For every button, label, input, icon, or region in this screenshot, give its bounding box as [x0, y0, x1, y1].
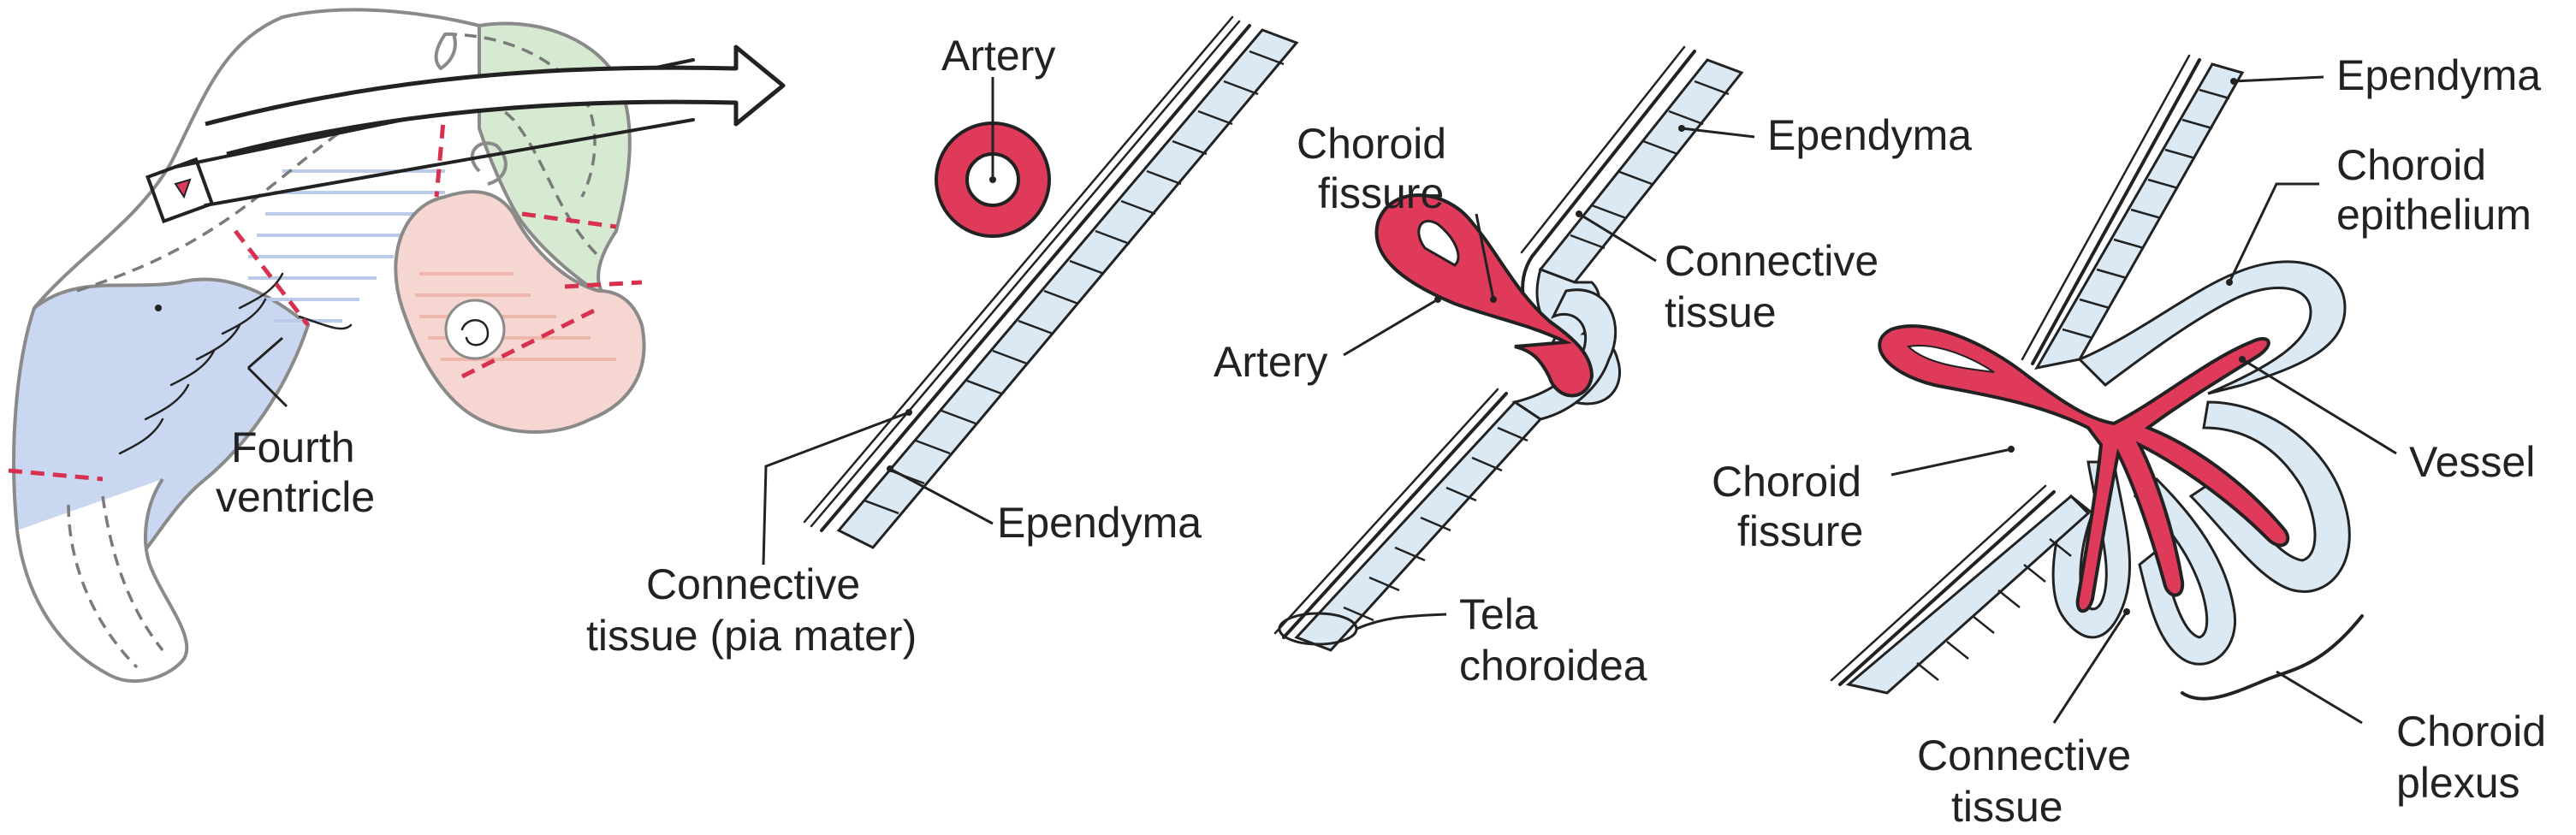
- stage3-vessel-label: Vessel: [2409, 438, 2535, 486]
- stage3-vessel: [1878, 324, 2290, 613]
- stage3-pia-line: [1830, 54, 2191, 682]
- fourth-ventricle-roof: [248, 169, 445, 323]
- stage1-connective-label-1: Connective: [646, 560, 860, 608]
- stage1-connective-tissue: [820, 24, 1251, 532]
- fourth-ventricle-leader-1: [246, 366, 288, 408]
- stage1-ependyma-cells: [864, 50, 1285, 515]
- spinal-cord-canal: [67, 504, 139, 669]
- embryo-artery-mark: [174, 178, 192, 199]
- stage2-ependyma-label: Ependyma: [1767, 111, 1972, 159]
- stage3-fissure-label-2: fissure: [1737, 507, 1863, 555]
- stage3-fissure-label-1: Choroid: [1712, 458, 1861, 506]
- stage1-pia-line: [810, 20, 1241, 528]
- stage2-connective-leader: [1578, 212, 1657, 263]
- stage1-ependyma-label: Ependyma: [997, 499, 1202, 547]
- stage2-artery-label: Artery: [1214, 338, 1327, 386]
- stage3-ependyma-label: Ependyma: [2336, 51, 2541, 99]
- stage3-plexus-label-2: plexus: [2396, 759, 2520, 807]
- stage2-ependyma-leader: [1681, 127, 1755, 139]
- stage2-connective-label-1: Connective: [1665, 237, 1879, 285]
- section-lines: [8, 102, 643, 482]
- magnification-line-bottom: [204, 118, 695, 207]
- magnification-arrow: [205, 44, 786, 157]
- stage2-artery-leader: [1343, 298, 1439, 357]
- stage3-ependyma-leader: [2233, 75, 2324, 83]
- stage3-fold-lower: [2133, 477, 2236, 666]
- stage3-plexus-label-1: Choroid: [2396, 708, 2546, 755]
- choroid-tufts: [118, 272, 353, 455]
- stage-3: Ependyma Choroid epithelium Vessel Choro…: [1712, 51, 2546, 831]
- stage2-fissure-label-2: fissure: [1318, 169, 1444, 217]
- optic-vesicle: [444, 299, 506, 360]
- stage3-connective-label-1: Connective: [1917, 731, 2131, 779]
- stage1-pia-line-2: [803, 15, 1234, 524]
- spinal-cord: [15, 477, 189, 684]
- stage2-ependyma-lower: [1294, 400, 1543, 652]
- stage3-connective-outline: [1838, 58, 2201, 686]
- rhombic-lip: [434, 33, 457, 70]
- stage1-connective-label-2: tissue (pia mater): [586, 612, 917, 660]
- brain-upper-outline: [33, 8, 480, 310]
- stage2-pia-line: [1273, 45, 1686, 635]
- stage-2: Choroid fissure Ependyma Connective tiss…: [1214, 45, 1972, 690]
- stage2-tela-leader: [1356, 613, 1447, 631]
- stage2-artery-lumen: [1417, 219, 1460, 267]
- stage1-ependyma-leader: [889, 467, 994, 525]
- stage3-connective-label-2: tissue: [1951, 783, 2063, 831]
- ventricle-outline-inner: [444, 33, 597, 198]
- stage2-connective-label-2: tissue: [1665, 288, 1777, 336]
- stage1-artery-label: Artery: [941, 32, 1055, 80]
- fourth-ventricle-label-2: ventricle: [216, 473, 375, 521]
- stage3-fold-right: [2188, 400, 2351, 593]
- stage3-plexus-brace: [2181, 614, 2364, 701]
- stage1-artery-dot: [989, 176, 996, 183]
- stage1-ependyma: [836, 28, 1299, 549]
- stage3-epithelium-label-1: Choroid: [2336, 141, 2486, 189]
- fourth-ventricle-label-1: Fourth: [231, 423, 355, 471]
- stage2-fissure-label-1: Choroid: [1297, 120, 1446, 168]
- fourth-ventricle-dot: [155, 305, 162, 311]
- magnified-area-box: [145, 157, 215, 224]
- stage3-vessel-leader: [2241, 358, 2397, 455]
- embryo-brain: Fourth ventricle: [8, 8, 786, 684]
- stage2-fissure-leader: [1475, 213, 1495, 300]
- stage3-connective-leader: [2052, 611, 2128, 724]
- stage3-plexus-leader: [2276, 670, 2363, 725]
- isthmus: [470, 141, 507, 186]
- stage-1: Artery Ependyma Connec: [586, 15, 1299, 660]
- stage3-fissure-leader: [1890, 447, 2012, 477]
- optic-vesicle-inner: [460, 319, 490, 346]
- stage2-tela-label-2: choroidea: [1459, 642, 1647, 690]
- stage3-ependyma-cells: [1916, 88, 2230, 681]
- fourth-ventricle-leader-2: [247, 336, 283, 370]
- stage3-epithelium-label-2: epithelium: [2336, 191, 2531, 239]
- forebrain-region: [394, 190, 646, 434]
- stage3-vessel-lumen: [1906, 345, 1995, 373]
- spinal-cord-canal-2: [101, 495, 164, 652]
- stage3-epithelium-leader: [2228, 182, 2319, 283]
- stage3-ependyma-upper: [2034, 62, 2245, 370]
- stage3-ependyma-lower: [1845, 494, 2091, 695]
- stage2-ependyma-cells: [1343, 80, 1730, 622]
- stage1-connective-leader: [762, 411, 910, 566]
- stage2-tela-label-1: Tela: [1459, 590, 1538, 638]
